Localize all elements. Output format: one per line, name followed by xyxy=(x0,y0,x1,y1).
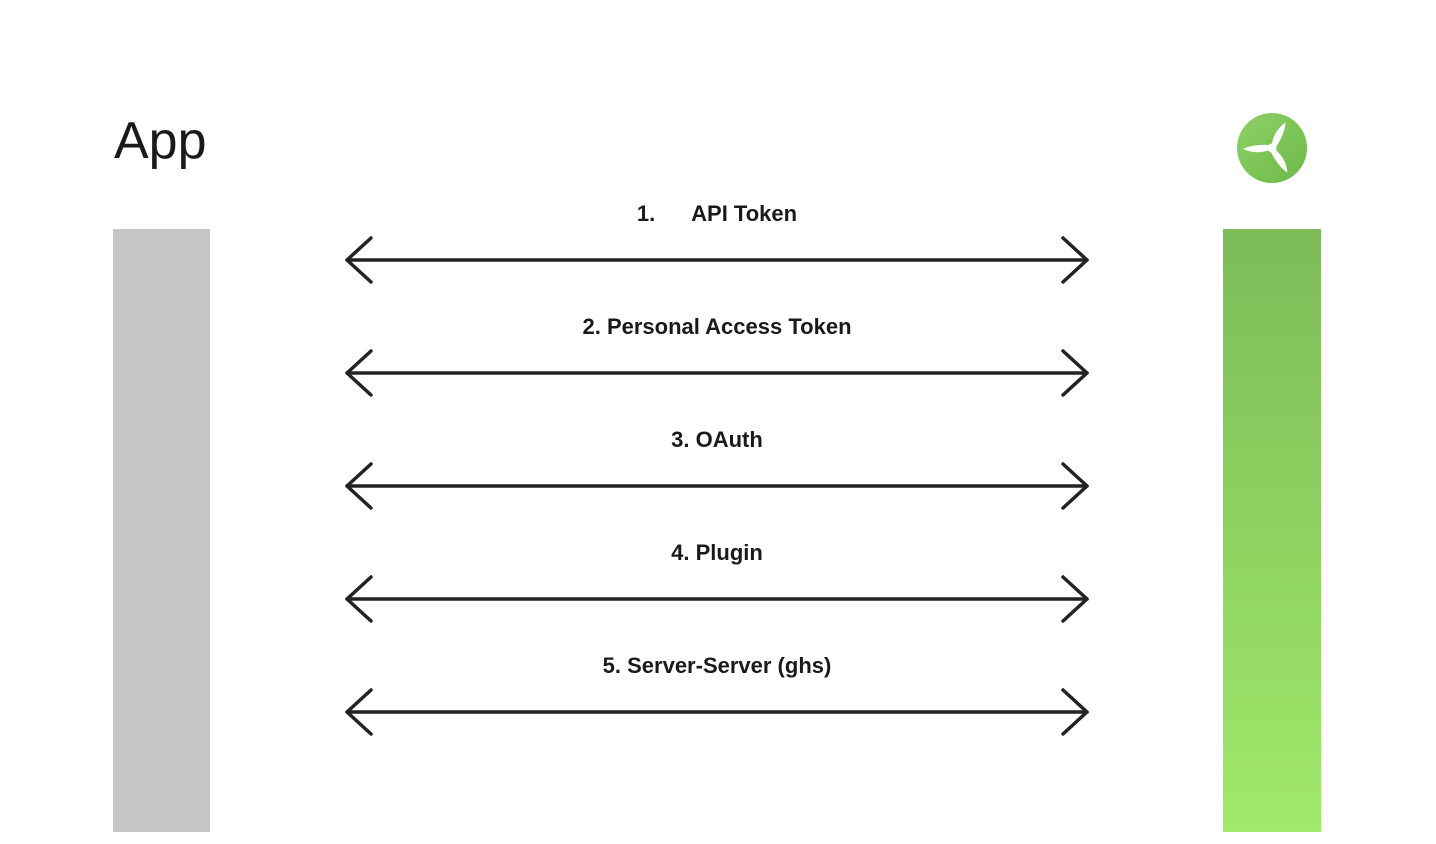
connection-arrows: 1. API Token 2. Personal Access Token xyxy=(344,198,1090,742)
connection-row-personal-access-token: 2. Personal Access Token xyxy=(344,311,1090,403)
connection-row-server-server: 5. Server-Server (ghs) xyxy=(344,650,1090,742)
double-arrow-icon xyxy=(345,236,1089,284)
double-arrow-icon xyxy=(345,349,1089,397)
arrow-label: 4. Plugin xyxy=(671,540,763,565)
app-title: App xyxy=(114,112,207,170)
double-arrow-icon xyxy=(345,688,1089,736)
connection-row-api-token: 1. API Token xyxy=(344,198,1090,290)
arrow-label: 5. Server-Server (ghs) xyxy=(602,653,832,678)
propeller-logo-icon xyxy=(1237,113,1307,183)
connection-row-oauth: 3. OAuth xyxy=(344,424,1090,516)
arrow-label: 1. API Token xyxy=(636,201,798,226)
app-lifeline-bar xyxy=(113,229,210,832)
connection-row-plugin: 4. Plugin xyxy=(344,537,1090,629)
arrow-label: 2. Personal Access Token xyxy=(582,314,852,339)
arrow-label: 3. OAuth xyxy=(671,427,763,452)
double-arrow-icon xyxy=(345,575,1089,623)
service-lifeline-bar xyxy=(1223,229,1321,832)
double-arrow-icon xyxy=(345,462,1089,510)
